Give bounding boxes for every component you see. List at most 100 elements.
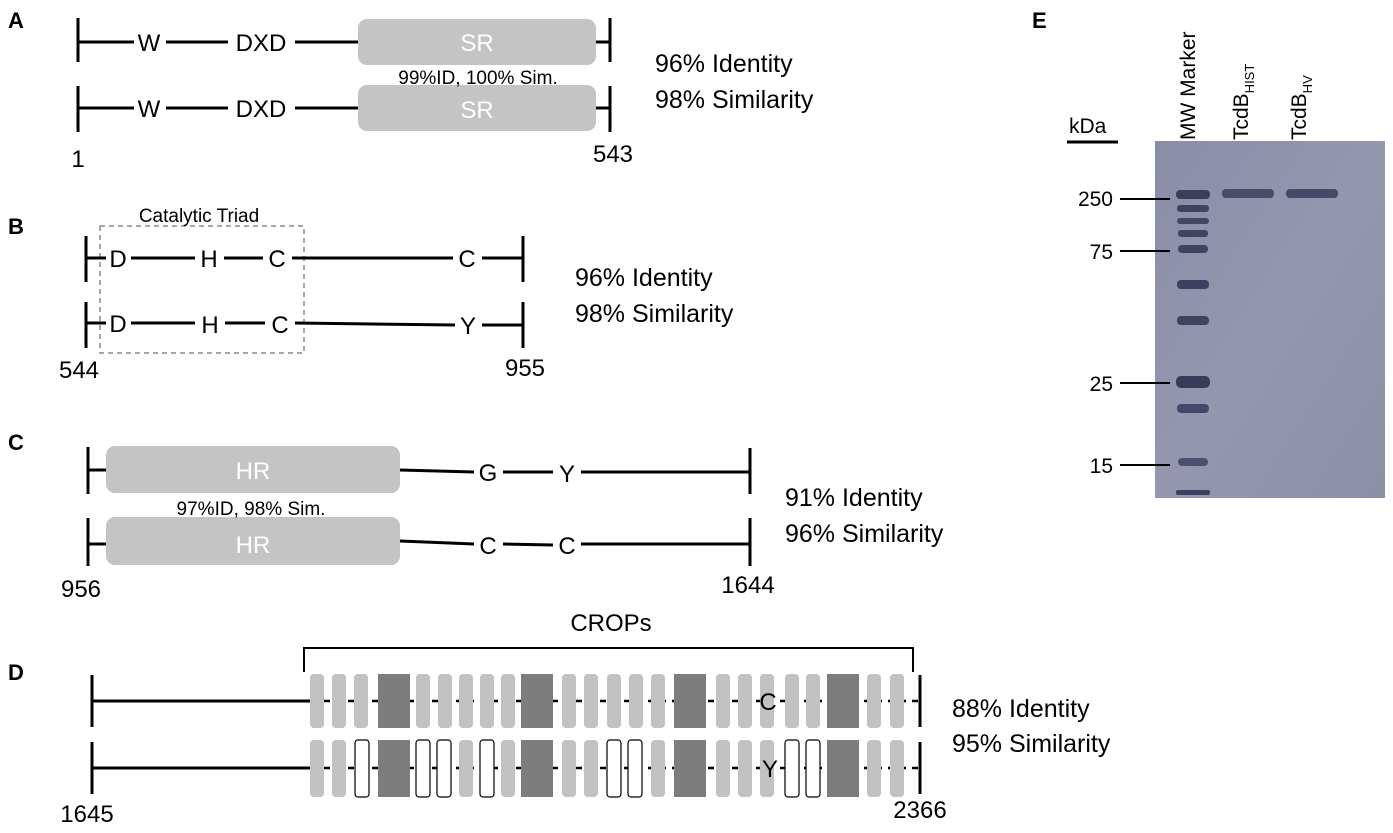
crop-repeat-long bbox=[378, 740, 410, 797]
ladder-band bbox=[1178, 458, 1208, 466]
panel-a-row2-residue-dxd: DXD bbox=[236, 96, 287, 123]
panel-e-label: E bbox=[1032, 8, 1047, 33]
panel-c-row2-line bbox=[399, 539, 475, 546]
crop-repeat-divergent bbox=[415, 739, 431, 798]
ladder-band bbox=[1177, 205, 1209, 212]
panel-b-row1-residue-h: H bbox=[200, 246, 217, 273]
panel-b-row1-residue-c2: C bbox=[458, 246, 475, 273]
panel-b-label: B bbox=[8, 214, 24, 239]
tcdb-hist-band bbox=[1222, 189, 1274, 198]
crop-repeat-short bbox=[310, 740, 324, 797]
crop-repeat-short bbox=[806, 674, 820, 728]
panel-b-row1-residue-d: D bbox=[109, 246, 126, 273]
panel-c-row2-line bbox=[502, 542, 554, 547]
panel-a-label: A bbox=[8, 8, 24, 33]
panel-a-identity: 96% Identity bbox=[655, 50, 793, 78]
ladder-band bbox=[1178, 230, 1208, 237]
crop-repeat-long bbox=[674, 740, 706, 797]
panel-d-label: D bbox=[8, 660, 24, 685]
panel-a-row1-sr-domain bbox=[358, 19, 596, 65]
crop-repeat-long bbox=[674, 674, 706, 728]
panel-d-similarity: 95% Similarity bbox=[952, 730, 1111, 758]
panel-a-row1-residue-w: W bbox=[138, 30, 161, 57]
panel-b-row2-residue-y: Y bbox=[460, 313, 476, 340]
crop-repeat-short bbox=[584, 740, 598, 797]
crop-repeat-short bbox=[562, 674, 576, 728]
panel-c-label: C bbox=[8, 430, 24, 455]
catalytic-triad-box bbox=[99, 225, 305, 354]
panel-c-row2-hr-domain bbox=[106, 517, 400, 565]
crop-repeat-short bbox=[738, 674, 752, 728]
crop-repeat-short bbox=[459, 674, 473, 728]
crop-repeat-divergent bbox=[627, 739, 643, 798]
panel-c-row2-hr-label: HR bbox=[236, 532, 271, 559]
crop-repeat-short bbox=[562, 740, 576, 797]
crop-repeat-short bbox=[416, 674, 430, 728]
panel-b-row2-residue-c: C bbox=[271, 312, 288, 339]
ladder-band bbox=[1176, 376, 1210, 388]
lane-label-mw-marker: MW Marker bbox=[1177, 32, 1200, 141]
panel-a-row1-sr-label: SR bbox=[460, 30, 493, 57]
panel-c-row2-residue-c: C bbox=[479, 533, 496, 560]
crop-repeat-short bbox=[890, 740, 904, 797]
crops-row2 bbox=[310, 739, 904, 798]
panel-c-end-number: 1644 bbox=[721, 572, 774, 599]
panel-b-row2-line bbox=[294, 321, 456, 327]
crop-repeat-short bbox=[890, 674, 904, 728]
panel-a: A W DXD SR W DXD SR 99%ID, 100% Sim. 1 5… bbox=[8, 8, 814, 173]
panel-c-domain-note: 97%ID, 98% Sim. bbox=[177, 499, 326, 520]
panel-c-row1-residue-g: G bbox=[479, 460, 498, 487]
crop-repeat-short bbox=[716, 740, 730, 797]
crop-repeat-long bbox=[827, 740, 859, 797]
crop-repeat-divergent bbox=[784, 739, 800, 798]
panel-a-row2-sr-label: SR bbox=[460, 97, 493, 124]
crop-repeat-short bbox=[738, 740, 752, 797]
lane-label-tcdb-hv: TcdBHV bbox=[1288, 75, 1315, 140]
panel-b: B Catalytic Triad D H C C D H C Y 544 95… bbox=[8, 206, 734, 384]
crop-repeat-divergent bbox=[436, 739, 452, 798]
ladder-band bbox=[1177, 316, 1209, 325]
panel-a-similarity: 98% Similarity bbox=[655, 86, 814, 114]
ladder-band bbox=[1178, 245, 1208, 253]
crop-repeat-long bbox=[378, 674, 410, 728]
panel-c: C HR G Y HR C C 97%ID, 98% Sim. 956 1644… bbox=[8, 430, 944, 603]
panel-c-similarity: 96% Similarity bbox=[785, 520, 944, 548]
panel-a-domain-note: 99%ID, 100% Sim. bbox=[398, 68, 557, 89]
catalytic-triad-label: Catalytic Triad bbox=[139, 206, 259, 227]
crop-repeat-short bbox=[354, 674, 368, 728]
panel-e: E kDa MW Marker TcdBHIST TcdBHV 250 75 bbox=[1032, 8, 1385, 498]
panel-b-row2-residue-h: H bbox=[201, 312, 218, 339]
panel-a-start-number: 1 bbox=[71, 146, 84, 173]
mw-label-75: 75 bbox=[1090, 241, 1113, 264]
crop-repeat-short bbox=[584, 674, 598, 728]
tcdb-hv-band bbox=[1286, 189, 1338, 198]
crop-repeat-short bbox=[310, 674, 324, 728]
panel-c-row1-residue-y: Y bbox=[559, 461, 575, 488]
marker-ladder bbox=[1176, 190, 1210, 495]
crop-repeat-short bbox=[501, 740, 515, 797]
crops-bracket bbox=[303, 647, 914, 672]
crop-repeat-short bbox=[651, 740, 665, 797]
crop-repeat-short bbox=[629, 674, 643, 728]
panel-b-row2-residue-d: D bbox=[109, 311, 126, 338]
panel-a-row1-residue-dxd: DXD bbox=[236, 30, 287, 57]
crop-repeat-short bbox=[785, 674, 799, 728]
panel-d-row2-residue-y: Y bbox=[762, 756, 778, 783]
panel-c-start-number: 956 bbox=[61, 576, 101, 603]
panel-d-identity: 88% Identity bbox=[952, 695, 1090, 723]
panel-b-similarity: 98% Similarity bbox=[575, 300, 734, 328]
panel-c-identity: 91% Identity bbox=[785, 484, 923, 512]
ladder-band bbox=[1177, 280, 1209, 289]
panel-a-end-number: 543 bbox=[593, 141, 633, 168]
crop-repeat-short bbox=[867, 740, 881, 797]
crop-repeat-short bbox=[332, 740, 346, 797]
panel-c-row1-line bbox=[399, 468, 475, 474]
ladder-band bbox=[1176, 490, 1210, 495]
panel-b-identity: 96% Identity bbox=[575, 264, 713, 292]
crop-repeat-divergent bbox=[606, 739, 622, 798]
crop-repeat-divergent bbox=[805, 739, 821, 798]
crop-repeat-short bbox=[459, 740, 473, 797]
panel-a-row2-sr-domain bbox=[358, 85, 596, 131]
ladder-band bbox=[1177, 404, 1209, 413]
